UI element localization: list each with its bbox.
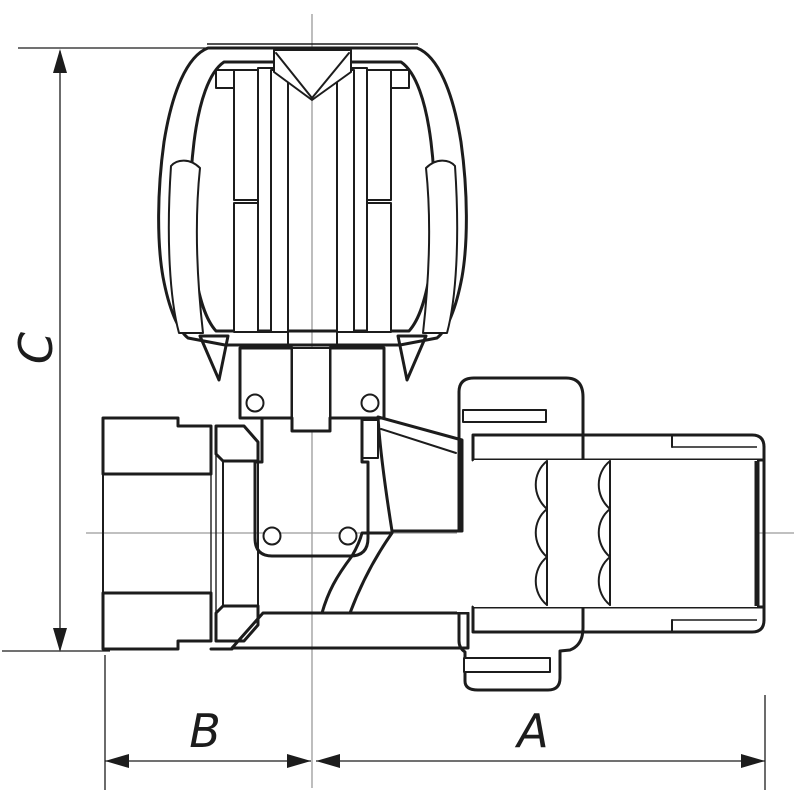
- inlet-stub-top: [214, 424, 260, 463]
- o-ring-icon: [262, 526, 282, 546]
- o-ring-backing: [339, 527, 357, 545]
- skirt-wedge-left: [198, 334, 230, 382]
- o-ring-backing: [361, 394, 379, 412]
- outlet-passage: [457, 532, 473, 612]
- union-nut-thread-gap-bottom: [463, 657, 551, 673]
- o-ring-icon: [245, 393, 265, 413]
- handwheel-stem: [270, 49, 355, 349]
- spindle-disc-body: [253, 416, 370, 558]
- dimension-a: A: [316, 695, 766, 790]
- body-seat-wall: [320, 531, 394, 615]
- dim-label-a: A: [514, 704, 548, 758]
- rib-slot-left-lower: [233, 202, 259, 333]
- screw-recess-chamfer: [275, 52, 350, 99]
- dim-arrow-left: [105, 754, 129, 768]
- ramp-inner-edge: [380, 428, 457, 454]
- bonnet-gland: [238, 346, 386, 459]
- stem-flank-right: [336, 69, 355, 333]
- tailpiece-bore: [473, 460, 757, 607]
- male-thread: [671, 434, 757, 633]
- o-ring-icon: [360, 393, 380, 413]
- dim-label-c: C: [9, 332, 63, 364]
- shell-rib-left: [167, 159, 204, 334]
- rib-slot-right-lower: [366, 202, 392, 333]
- dim-arrow-down: [53, 628, 67, 652]
- o-ring-icon: [338, 526, 358, 546]
- thread-root-lines: [672, 446, 757, 621]
- dim-label-b: B: [189, 704, 221, 758]
- rib-slot-right-upper: [366, 69, 392, 201]
- body-bottom-wall: [230, 611, 470, 650]
- spindle-disc: [245, 393, 380, 558]
- inlet-nut-bottom-wall: [101, 591, 213, 651]
- shell-rib-right: [422, 159, 459, 334]
- o-rings: [245, 393, 380, 546]
- inlet-nut-top-wall: [101, 416, 213, 476]
- dim-arrow-left: [316, 754, 340, 768]
- dim-arrow-right: [287, 754, 311, 768]
- dim-arrow-up: [53, 49, 67, 73]
- o-ring-backing: [263, 527, 281, 545]
- screw-recess: [273, 49, 352, 101]
- skirt-wedge-right: [396, 334, 428, 382]
- dimension-b: B: [104, 655, 311, 790]
- dimension-c: C: [2, 47, 207, 652]
- packing-gap: [361, 419, 379, 459]
- rib-slot-corner-right: [390, 69, 410, 89]
- rib-slot-corner-left: [215, 69, 235, 89]
- outlet-tailpiece: [471, 433, 766, 634]
- spindle-shaft-gap: [291, 347, 331, 432]
- o-ring-backing: [246, 394, 264, 412]
- rib-slot-left-upper: [233, 69, 259, 201]
- stem-flank-left: [270, 69, 289, 333]
- centerlines: [86, 14, 794, 788]
- dim-arrow-right: [741, 754, 765, 768]
- valve-handwheel: [157, 43, 468, 382]
- valve-body: [230, 415, 473, 650]
- tail-scallops-1: [534, 460, 548, 606]
- tail-scallops-2: [597, 460, 611, 606]
- union-nut-thread-gap-top: [462, 409, 547, 423]
- body-outlet-ramp: [376, 415, 464, 533]
